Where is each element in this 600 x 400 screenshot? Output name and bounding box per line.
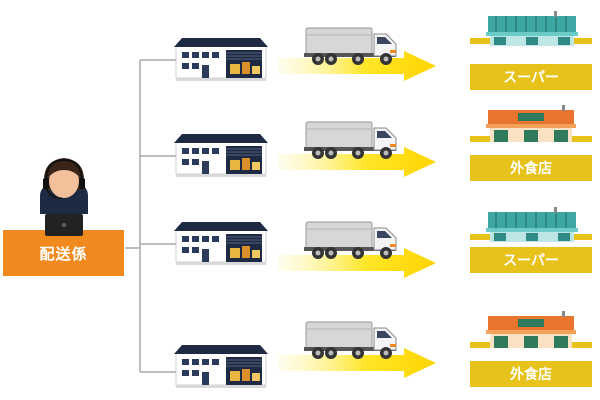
destination-label-bg — [470, 247, 592, 273]
restaurant-icon — [470, 311, 592, 348]
truck-icon — [303, 121, 397, 160]
truck-icon — [303, 321, 397, 360]
destination-label: 外食店 — [510, 161, 552, 177]
dispatcher — [3, 158, 124, 276]
truck-icon — [303, 221, 397, 260]
restaurant-icon — [470, 105, 592, 142]
destination-label: スーパー — [503, 253, 559, 269]
route-row — [173, 105, 592, 181]
warehouse-icon — [173, 133, 269, 178]
route-row — [173, 10, 593, 90]
dispatcher-label: 配送係 — [39, 244, 88, 263]
dispatcher-panel — [3, 230, 124, 276]
route-row — [173, 311, 592, 389]
destination-label-bg — [470, 155, 592, 181]
operator-headset-icon — [40, 158, 88, 236]
supermarket-icon — [469, 10, 593, 47]
destination-label-bg — [470, 64, 592, 90]
route-row — [173, 206, 593, 278]
warehouse-icon — [173, 344, 269, 389]
connector-lines — [125, 57, 181, 375]
warehouse-icon — [173, 37, 269, 82]
supermarket-icon — [469, 206, 593, 243]
destination-label-bg — [470, 361, 592, 387]
destination-label: スーパー — [503, 70, 559, 86]
destination-label: 外食店 — [510, 367, 552, 383]
warehouse-icon — [173, 221, 269, 266]
